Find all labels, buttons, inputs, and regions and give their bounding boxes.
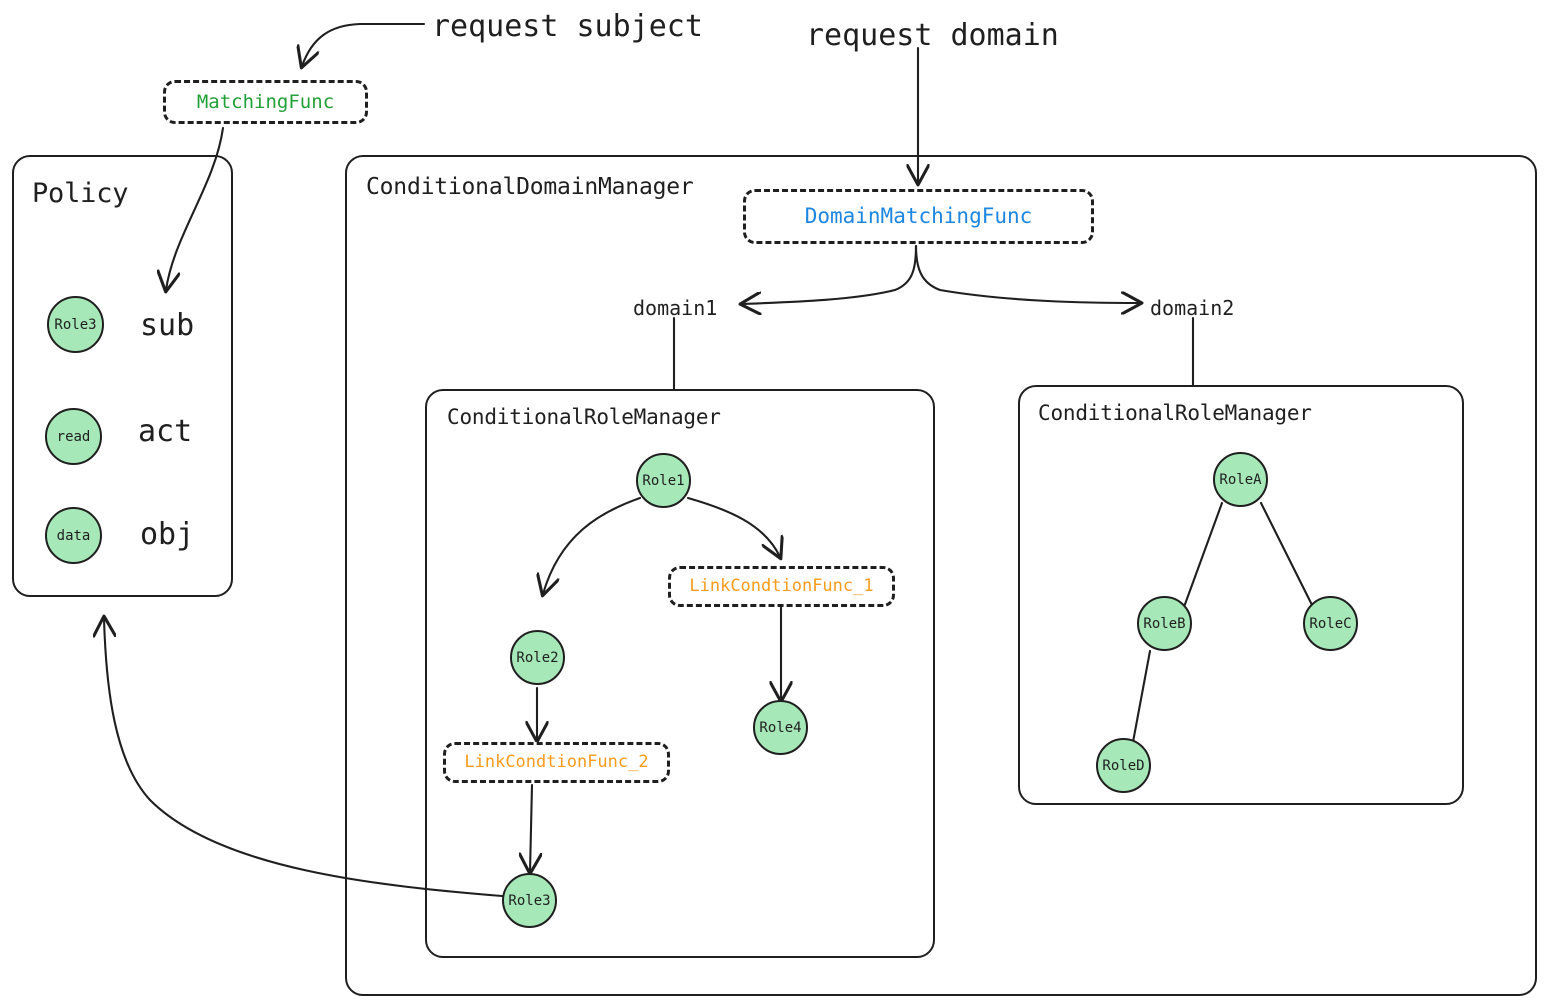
policy-box — [12, 155, 233, 597]
domain2-label: domain2 — [1150, 296, 1235, 320]
policy-node-obj[interactable]: data — [45, 507, 102, 564]
policy-node-act-label: read — [56, 428, 91, 445]
node-rolea-label: RoleA — [1219, 471, 1262, 488]
conditional-role-manager-domain2-title: ConditionalRoleManager — [1038, 401, 1312, 425]
edge-request-subject — [302, 22, 426, 66]
node-role4-label: Role4 — [759, 719, 802, 736]
conditional-domain-manager-title: ConditionalDomainManager — [366, 174, 694, 200]
conditional-role-manager-domain2-box — [1018, 385, 1464, 805]
conditional-role-manager-domain1-title: ConditionalRoleManager — [447, 405, 721, 429]
domain-matching-func-label: DomainMatchingFunc — [804, 204, 1033, 228]
matching-func-node[interactable]: MatchingFunc — [163, 80, 368, 124]
node-role2[interactable]: Role2 — [510, 630, 565, 685]
request-domain-label: request domain — [806, 18, 1059, 53]
node-roled[interactable]: RoleD — [1096, 738, 1151, 793]
domain-matching-func-node[interactable]: DomainMatchingFunc — [743, 189, 1094, 244]
node-role2-label: Role2 — [516, 649, 559, 666]
node-role3[interactable]: Role3 — [502, 873, 557, 928]
node-rolec[interactable]: RoleC — [1303, 596, 1358, 651]
node-linkcondtionfunc-1[interactable]: LinkCondtionFunc_1 — [668, 566, 895, 607]
policy-node-sub-label: Role3 — [54, 316, 97, 333]
matching-func-label: MatchingFunc — [196, 90, 335, 113]
policy-node-obj-label: data — [56, 527, 91, 544]
policy-label-act: act — [138, 414, 193, 449]
node-linkcondtionfunc-1-label: LinkCondtionFunc_1 — [689, 576, 874, 596]
conditional-domain-manager-box — [345, 155, 1537, 996]
policy-label-sub: sub — [140, 308, 195, 343]
node-rolea[interactable]: RoleA — [1213, 452, 1268, 507]
node-role1-label: Role1 — [642, 472, 685, 489]
policy-node-sub[interactable]: Role3 — [47, 296, 104, 353]
conditional-role-manager-domain1-box — [425, 389, 935, 958]
policy-title: Policy — [32, 178, 129, 209]
node-role4[interactable]: Role4 — [753, 700, 808, 755]
policy-label-obj: obj — [140, 517, 195, 552]
policy-node-act[interactable]: read — [45, 408, 102, 465]
node-role3-label: Role3 — [508, 892, 551, 909]
node-role1[interactable]: Role1 — [636, 453, 691, 508]
request-subject-label: request subject — [432, 9, 703, 44]
node-linkcondtionfunc-2-label: LinkCondtionFunc_2 — [464, 752, 649, 772]
node-roleb[interactable]: RoleB — [1137, 596, 1192, 651]
node-linkcondtionfunc-2[interactable]: LinkCondtionFunc_2 — [443, 742, 670, 783]
domain1-label: domain1 — [633, 296, 718, 320]
node-roleb-label: RoleB — [1143, 615, 1186, 632]
node-rolec-label: RoleC — [1309, 615, 1352, 632]
node-roled-label: RoleD — [1102, 757, 1145, 774]
